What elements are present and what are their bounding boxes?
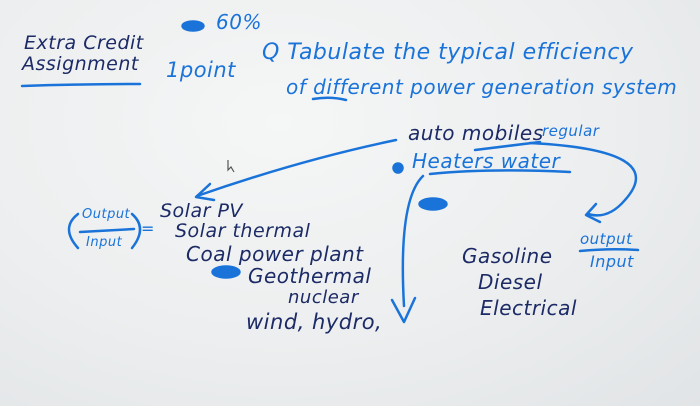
list-item-geothermal: Geothermal <box>248 264 372 288</box>
arrow-to-list-line <box>195 138 398 198</box>
input-label: Input <box>86 235 123 250</box>
header-assignment: Assignment <box>22 53 139 75</box>
down-arrow-head <box>390 296 417 324</box>
assignment-underline <box>20 82 142 88</box>
header-extra-credit: Extra Credit <box>24 32 144 54</box>
heaters-underline <box>428 169 572 176</box>
list-item-nuclear: nuclear <box>288 287 359 308</box>
scribble-blob-2 <box>392 162 404 174</box>
fuel-electrical: Electrical <box>480 296 577 320</box>
curved-arrow-line <box>528 141 638 217</box>
scribble-blob-4 <box>211 265 241 279</box>
question-line-1: Q Tabulate the typical efficiency <box>262 40 634 65</box>
header-top-mark: 60% <box>216 10 262 34</box>
list-item-coal: Coal power plant <box>186 242 364 266</box>
points-label: 1point <box>166 58 236 82</box>
scribble-blob-1 <box>181 20 205 32</box>
list-item-solar-thermal: Solar thermal <box>175 220 311 242</box>
ratio-bar <box>578 247 640 253</box>
equals-sign: = <box>141 219 155 238</box>
output-label: Output <box>82 207 131 222</box>
down-arrow-line <box>401 174 425 308</box>
fuel-gasoline: Gasoline <box>462 244 553 268</box>
question-line-2: of different power generation system <box>286 75 678 99</box>
list-item-wind-hydro: wind, hydro, <box>246 310 383 334</box>
cursor-icon <box>227 160 235 173</box>
ratio-output: output <box>580 230 633 248</box>
output-input-bracket <box>67 212 80 250</box>
scribble-blob-3 <box>418 197 448 211</box>
output-input-bracket-right <box>130 212 142 250</box>
regular-note: regular <box>542 122 600 140</box>
heaters-label: Heaters water <box>412 149 561 173</box>
list-item-solar-pv: Solar PV <box>160 200 243 222</box>
question-underline <box>311 96 348 102</box>
fraction-bar <box>78 227 136 234</box>
fuel-diesel: Diesel <box>478 270 543 294</box>
automobiles-label: auto mobiles <box>408 121 544 145</box>
ratio-input: Input <box>590 252 634 271</box>
arrow-to-list-head <box>194 182 216 202</box>
curved-arrow-head <box>584 202 602 224</box>
